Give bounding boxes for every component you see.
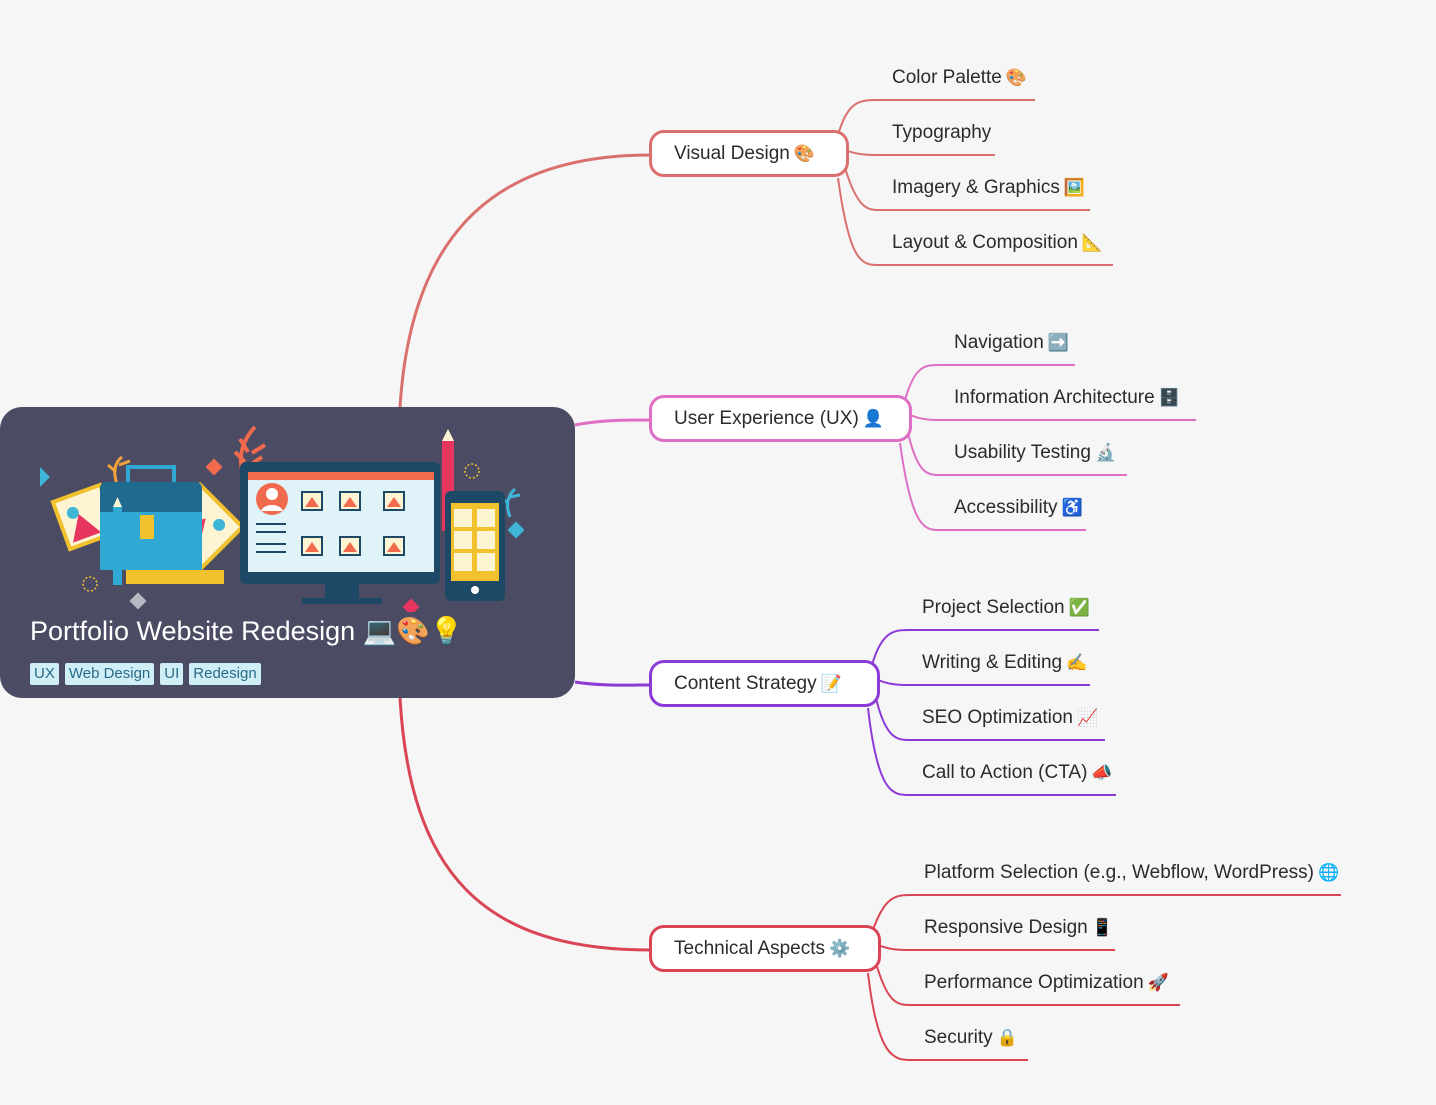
leaf-label: Platform Selection (e.g., Webflow, WordP…	[924, 862, 1315, 883]
tag-web-design[interactable]: Web Design	[64, 663, 155, 685]
chart-increasing-icon: 📈	[1077, 708, 1099, 727]
branch-content-strategy[interactable]: Content Strategy📝	[649, 660, 880, 707]
memo-icon: 📝	[820, 674, 842, 693]
leaf-color-palette[interactable]: Color Palette🎨	[892, 66, 1027, 90]
leaf-navigation[interactable]: Navigation➡️	[954, 331, 1069, 355]
leaf-project-selection[interactable]: Project Selection✅	[922, 596, 1090, 620]
link-tech-responsive	[877, 944, 1115, 951]
globe-icon: 🌐	[1318, 863, 1340, 882]
link-content-project-selection	[871, 629, 1099, 666]
leaf-label: Call to Action (CTA)	[922, 762, 1088, 783]
palette-icon: 🎨	[793, 144, 815, 163]
leaf-typography[interactable]: Typography	[892, 121, 991, 145]
web-design-illustration	[40, 425, 525, 612]
leaf-information-architecture[interactable]: Information Architecture🗄️	[954, 386, 1180, 410]
leaf-label: Responsive Design	[924, 917, 1088, 938]
link-ux-accessibility	[899, 442, 1086, 531]
branch-label: Visual Design	[674, 143, 790, 164]
microscope-icon: 🔬	[1094, 443, 1117, 462]
link-visual-layout	[837, 177, 1113, 266]
link-content-writing	[877, 679, 1090, 686]
leaf-security[interactable]: Security🔒	[924, 1026, 1018, 1050]
triangular-ruler-icon: 📐	[1081, 233, 1104, 252]
root-title: Portfolio Website Redesign 💻🎨💡	[30, 616, 464, 646]
leaf-label: Performance Optimization	[924, 972, 1144, 993]
branch-label: User Experience (UX)	[674, 408, 859, 429]
leaf-label: Layout & Composition	[892, 232, 1078, 253]
tag-ui[interactable]: UI	[160, 663, 184, 685]
leaf-label: Writing & Editing	[922, 652, 1063, 673]
leaf-responsive-design[interactable]: Responsive Design📱	[924, 916, 1113, 940]
link-root-technical	[398, 697, 651, 952]
leaf-label: Usability Testing	[954, 442, 1091, 463]
arrow-right-icon: ➡️	[1047, 333, 1069, 352]
diamond-decoration	[40, 467, 50, 487]
leaf-label: Accessibility	[954, 497, 1058, 518]
leaf-label: Imagery & Graphics	[892, 177, 1060, 198]
leaf-seo-optimization[interactable]: SEO Optimization📈	[922, 706, 1098, 730]
link-root-visual	[398, 153, 651, 408]
megaphone-icon: 📣	[1091, 763, 1113, 782]
branch-label: Content Strategy	[674, 673, 817, 694]
link-tech-platform	[872, 894, 1341, 931]
leaf-label: Color Palette	[892, 67, 1002, 88]
link-tech-security	[867, 972, 1028, 1061]
link-tech-performance	[875, 962, 1180, 1006]
branch-label: Technical Aspects	[674, 938, 826, 959]
gear-icon: ⚙️	[829, 939, 851, 958]
link-ux-navigation	[904, 364, 1075, 401]
leaf-accessibility[interactable]: Accessibility♿	[954, 496, 1083, 520]
branch-visual-design[interactable]: Visual Design🎨	[649, 130, 849, 177]
leaf-label: Information Architecture	[954, 387, 1155, 408]
link-visual-color-palette	[837, 99, 1035, 136]
leaf-usability-testing[interactable]: Usability Testing🔬	[954, 441, 1116, 465]
tag-list: UX Web Design UI Redesign	[30, 663, 261, 685]
branch-technical-aspects[interactable]: Technical Aspects⚙️	[649, 925, 881, 972]
link-visual-imagery	[844, 167, 1090, 211]
wheelchair-icon: ♿	[1061, 498, 1083, 517]
leaf-label: Security	[924, 1027, 993, 1048]
tag-ux[interactable]: UX	[30, 663, 59, 685]
link-root-ux	[574, 418, 651, 427]
palette-icon: 🎨	[1005, 68, 1028, 87]
branch-user-experience[interactable]: User Experience (UX)👤	[649, 395, 912, 442]
link-content-cta	[867, 707, 1116, 796]
leaf-performance-optimization[interactable]: Performance Optimization🚀	[924, 971, 1169, 995]
leaf-call-to-action[interactable]: Call to Action (CTA)📣	[922, 761, 1113, 785]
file-cabinet-icon: 🗄️	[1158, 388, 1180, 407]
leaf-label: Project Selection	[922, 597, 1065, 618]
leaf-writing-editing[interactable]: Writing & Editing✍️	[922, 651, 1087, 675]
leaf-platform-selection[interactable]: Platform Selection (e.g., Webflow, WordP…	[924, 861, 1339, 885]
framed-picture-icon: 🖼️	[1063, 178, 1086, 197]
root-node[interactable]: Portfolio Website Redesign 💻🎨💡 UX Web De…	[0, 407, 575, 698]
leaf-label: Typography	[892, 122, 992, 143]
mobile-phone-icon: 📱	[1091, 918, 1113, 937]
leaf-label: SEO Optimization	[922, 707, 1073, 728]
user-icon: 👤	[862, 409, 884, 428]
leaf-imagery-graphics[interactable]: Imagery & Graphics🖼️	[892, 176, 1085, 200]
link-root-content	[574, 680, 651, 687]
check-mark-icon: ✅	[1068, 598, 1090, 617]
lock-icon: 🔒	[996, 1028, 1018, 1047]
link-visual-typography	[844, 149, 995, 156]
link-content-seo	[875, 697, 1105, 741]
link-ux-usability-testing	[907, 432, 1127, 476]
link-ux-information-architecture	[909, 414, 1196, 421]
leaf-label: Navigation	[954, 332, 1044, 353]
writing-hand-icon: ✍️	[1066, 653, 1088, 672]
leaf-layout-composition[interactable]: Layout & Composition📐	[892, 231, 1103, 255]
rocket-icon: 🚀	[1147, 973, 1169, 992]
tag-redesign[interactable]: Redesign	[189, 663, 261, 685]
